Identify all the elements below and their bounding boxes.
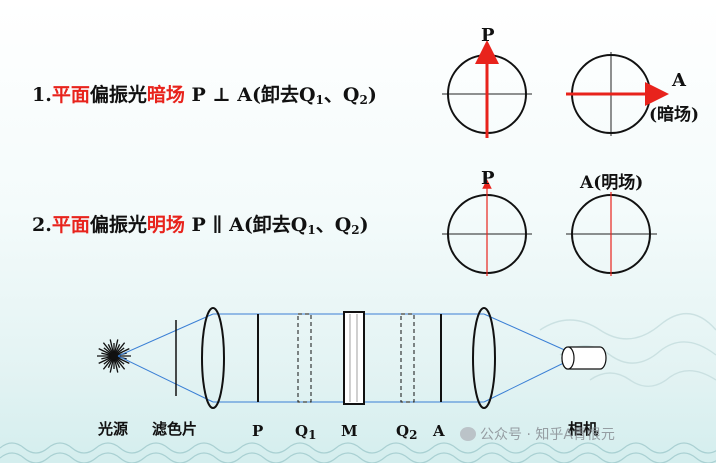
row1-dark-field-label: (暗场) [649, 105, 700, 125]
watermark: 公众号 · 知乎A青恨元 [460, 424, 615, 444]
camera-icon [561, 346, 607, 370]
lens-right [472, 307, 496, 409]
row1-text: 1.平面偏振光暗场 P ⊥ A(卸去Q1、Q2) [32, 80, 377, 107]
light-core [110, 352, 118, 360]
row1-p-label: P [481, 25, 495, 46]
row2-text: 2.平面偏振光明场 P ∥ A(卸去Q1、Q2) [32, 210, 369, 237]
row2-circle-polarizer [442, 179, 532, 276]
row2-a-bright-label: A(明场) [580, 173, 644, 193]
label-filter: 滤色片 [152, 420, 198, 438]
row2-sub1: 1 [307, 223, 316, 237]
row1-circle-analyzer [566, 52, 669, 136]
sample-M [343, 311, 365, 405]
row2-num: 2. [32, 214, 52, 236]
row2-polarized: 偏振光 [89, 214, 147, 236]
label-Q2: Q2 [396, 422, 418, 442]
row1-polarized: 偏振光 [89, 84, 147, 106]
row2-sub2: 2 [351, 223, 360, 237]
quarter-wave-Q1 [297, 313, 312, 403]
row1-sub2: 2 [359, 93, 368, 107]
row1-a-label: A [672, 70, 686, 91]
row1-field: 暗场 [146, 84, 185, 106]
row1-num: 1. [32, 84, 52, 106]
row2-plane: 平面 [51, 214, 90, 236]
row2-p-label: P [481, 168, 495, 189]
row2-field: 明场 [146, 214, 185, 236]
row2-relation: P ∥ A(卸去Q [184, 214, 308, 236]
label-A: A [433, 422, 445, 440]
row1-sep: 、Q [323, 84, 360, 106]
label-light-source: 光源 [98, 420, 129, 438]
label-camera: 相机 [568, 420, 599, 438]
lens-left [201, 307, 225, 409]
row2-close: ) [359, 214, 369, 236]
quarter-wave-Q2 [400, 313, 415, 403]
row1-relation: P ⊥ A(卸去Q [184, 84, 316, 106]
row2-circle-analyzer [566, 192, 657, 276]
wechat-icon [460, 427, 476, 441]
row1-close: ) [367, 84, 377, 106]
label-P: P [252, 422, 264, 440]
row1-sub1: 1 [315, 93, 324, 107]
label-Q1: Q1 [295, 422, 317, 442]
label-M: M [341, 422, 358, 440]
light-source-icon [97, 339, 131, 373]
row2-sep: 、Q [315, 214, 352, 236]
row1-plane: 平面 [51, 84, 90, 106]
row1-circle-polarizer [442, 40, 532, 138]
